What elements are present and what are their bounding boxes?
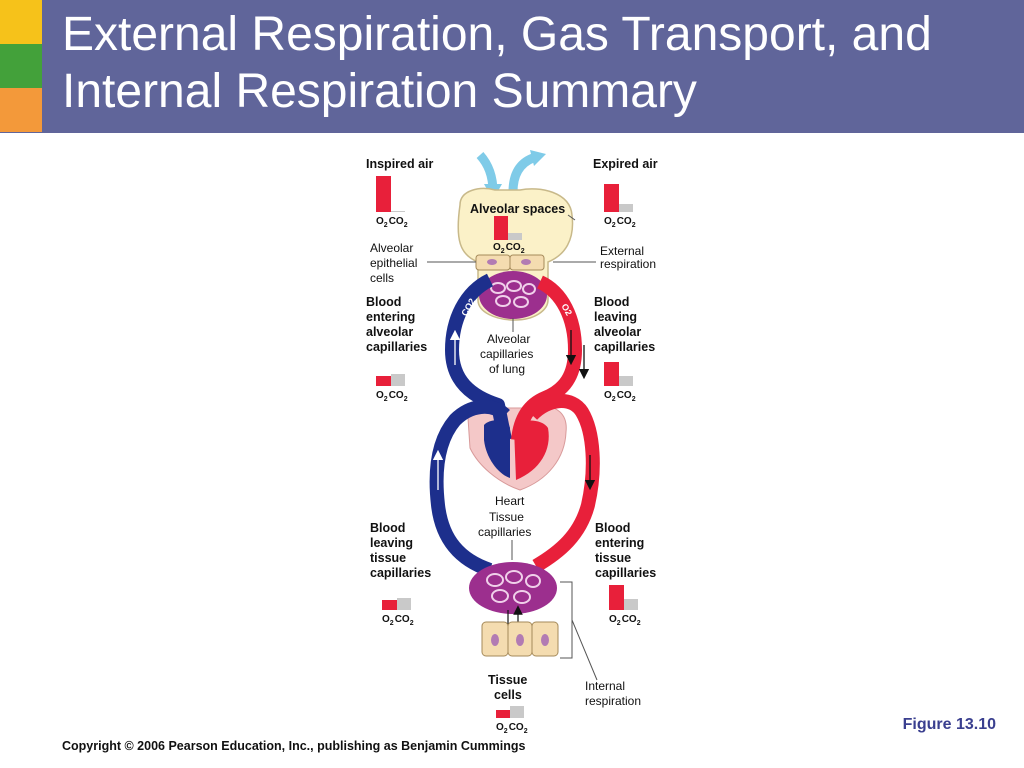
svg-text:Internal: Internal — [585, 679, 625, 693]
svg-text:Blood: Blood — [366, 295, 401, 309]
svg-text:tissue: tissue — [595, 551, 631, 565]
svg-text:capillaries: capillaries — [595, 566, 656, 580]
inspired-air-label: Inspired air — [366, 157, 434, 171]
blood-entering-tissue-label: Blood entering tissue capillaries — [595, 521, 656, 580]
svg-text:alveolar: alveolar — [366, 325, 413, 339]
right-heart — [484, 420, 510, 478]
gas-bars-blood-entering-alveolar — [376, 374, 405, 386]
svg-text:cells: cells — [494, 688, 522, 702]
svg-text:O2CO2: O2CO2 — [493, 242, 525, 255]
svg-text:Blood: Blood — [594, 295, 629, 309]
gas-bars-tissue-cells — [496, 706, 524, 718]
svg-text:leaving: leaving — [594, 310, 637, 324]
gas-bar-labels: O2CO2 O2CO2 O2CO2 O2CO2 O2CO2 O2CO2 O2CO… — [376, 216, 641, 735]
expired-air-label: Expired air — [593, 157, 658, 171]
figure-number: Figure 13.10 — [902, 716, 996, 733]
svg-text:capillaries: capillaries — [478, 525, 531, 539]
epithelial-nucleus — [487, 259, 497, 265]
svg-text:capillaries: capillaries — [594, 340, 655, 354]
decor-square-yellow — [0, 0, 42, 44]
decor-square-orange — [0, 88, 42, 132]
slide-title-line2: Internal Respiration Summary — [62, 65, 697, 118]
lung-capillary-bed — [479, 271, 547, 319]
svg-text:O2CO2: O2CO2 — [604, 390, 636, 403]
svg-text:tissue: tissue — [370, 551, 406, 565]
svg-text:O2CO2: O2CO2 — [382, 614, 414, 627]
alveolar-capillaries-label: Alveolar capillaries of lung — [480, 332, 533, 376]
tissue-capillary-loops — [486, 570, 541, 604]
svg-text:O2CO2: O2CO2 — [604, 216, 636, 229]
blood-entering-alveolar-label: Blood entering alveolar capillaries — [366, 295, 427, 354]
heart-label: Heart — [495, 494, 525, 508]
svg-text:Alveolar: Alveolar — [487, 332, 530, 346]
gas-bars-blood-leaving-tissue — [382, 598, 411, 610]
external-respiration-label: External respiration — [600, 244, 656, 271]
svg-text:of lung: of lung — [489, 362, 525, 376]
svg-text:Blood: Blood — [595, 521, 630, 535]
alveolar-spaces-label: Alveolar spaces — [470, 202, 565, 216]
svg-text:alveolar: alveolar — [594, 325, 641, 339]
svg-text:entering: entering — [366, 310, 415, 324]
svg-text:External: External — [600, 244, 644, 258]
tissue-capillary-bed — [469, 562, 557, 614]
svg-text:O2CO2: O2CO2 — [376, 216, 408, 229]
tissue-capillaries-label: Tissue capillaries — [478, 510, 531, 539]
svg-text:O2CO2: O2CO2 — [376, 390, 408, 403]
svg-text:capillaries: capillaries — [480, 347, 533, 361]
gas-bars-blood-leaving-alveolar — [604, 362, 633, 386]
gas-bars-expired-air — [604, 184, 633, 212]
svg-text:O2CO2: O2CO2 — [609, 614, 641, 627]
tissue-cells — [481, 621, 559, 657]
decor-square-green — [0, 44, 42, 88]
svg-text:capillaries: capillaries — [370, 566, 431, 580]
gas-bars-blood-entering-tissue — [609, 585, 638, 610]
svg-text:O2CO2: O2CO2 — [496, 722, 528, 735]
svg-text:epithelial: epithelial — [370, 256, 417, 270]
slide-title: External Respiration, Gas Transport, and… — [62, 6, 1012, 120]
gas-bars-inspired-air — [376, 176, 405, 212]
leader-lines — [427, 214, 598, 681]
lung-capillary-loops — [490, 280, 536, 308]
left-heart — [514, 420, 549, 480]
exhaled-air-arrow — [508, 153, 535, 193]
internal-respiration-label: Internal respiration — [585, 679, 641, 708]
svg-text:Alveolar: Alveolar — [370, 241, 413, 255]
svg-text:capillaries: capillaries — [366, 340, 427, 354]
artery-to-tissue — [526, 394, 600, 573]
copyright-notice: Copyright © 2006 Pearson Education, Inc.… — [62, 739, 526, 753]
vein-to-lung — [445, 273, 512, 442]
svg-text:respiration: respiration — [585, 694, 641, 708]
epithelial-nucleus — [521, 259, 531, 265]
exhaled-air-arrowhead — [530, 150, 546, 166]
slide-title-line1: External Respiration, Gas Transport, and — [62, 8, 932, 61]
title-bar — [0, 0, 1024, 133]
o2-flow-label: O2 — [537, 529, 553, 544]
blood-leaving-tissue-label: Blood leaving tissue capillaries — [370, 521, 431, 580]
vein-from-lung — [511, 275, 583, 441]
svg-text:Blood: Blood — [370, 521, 405, 535]
svg-text:Tissue: Tissue — [489, 510, 524, 524]
alveolar-epithelial-cells-label: Alveolar epithelial cells — [370, 241, 417, 285]
svg-text:entering: entering — [595, 536, 644, 550]
svg-text:cells: cells — [370, 271, 394, 285]
svg-text:respiration: respiration — [600, 257, 656, 271]
tissue-cells-label: Tissue cells — [488, 673, 527, 702]
svg-text:leaving: leaving — [370, 536, 413, 550]
blood-leaving-alveolar-label: Blood leaving alveolar capillaries — [594, 295, 655, 354]
svg-text:Tissue: Tissue — [488, 673, 527, 687]
gas-bars-alveolar-spaces — [494, 216, 522, 240]
